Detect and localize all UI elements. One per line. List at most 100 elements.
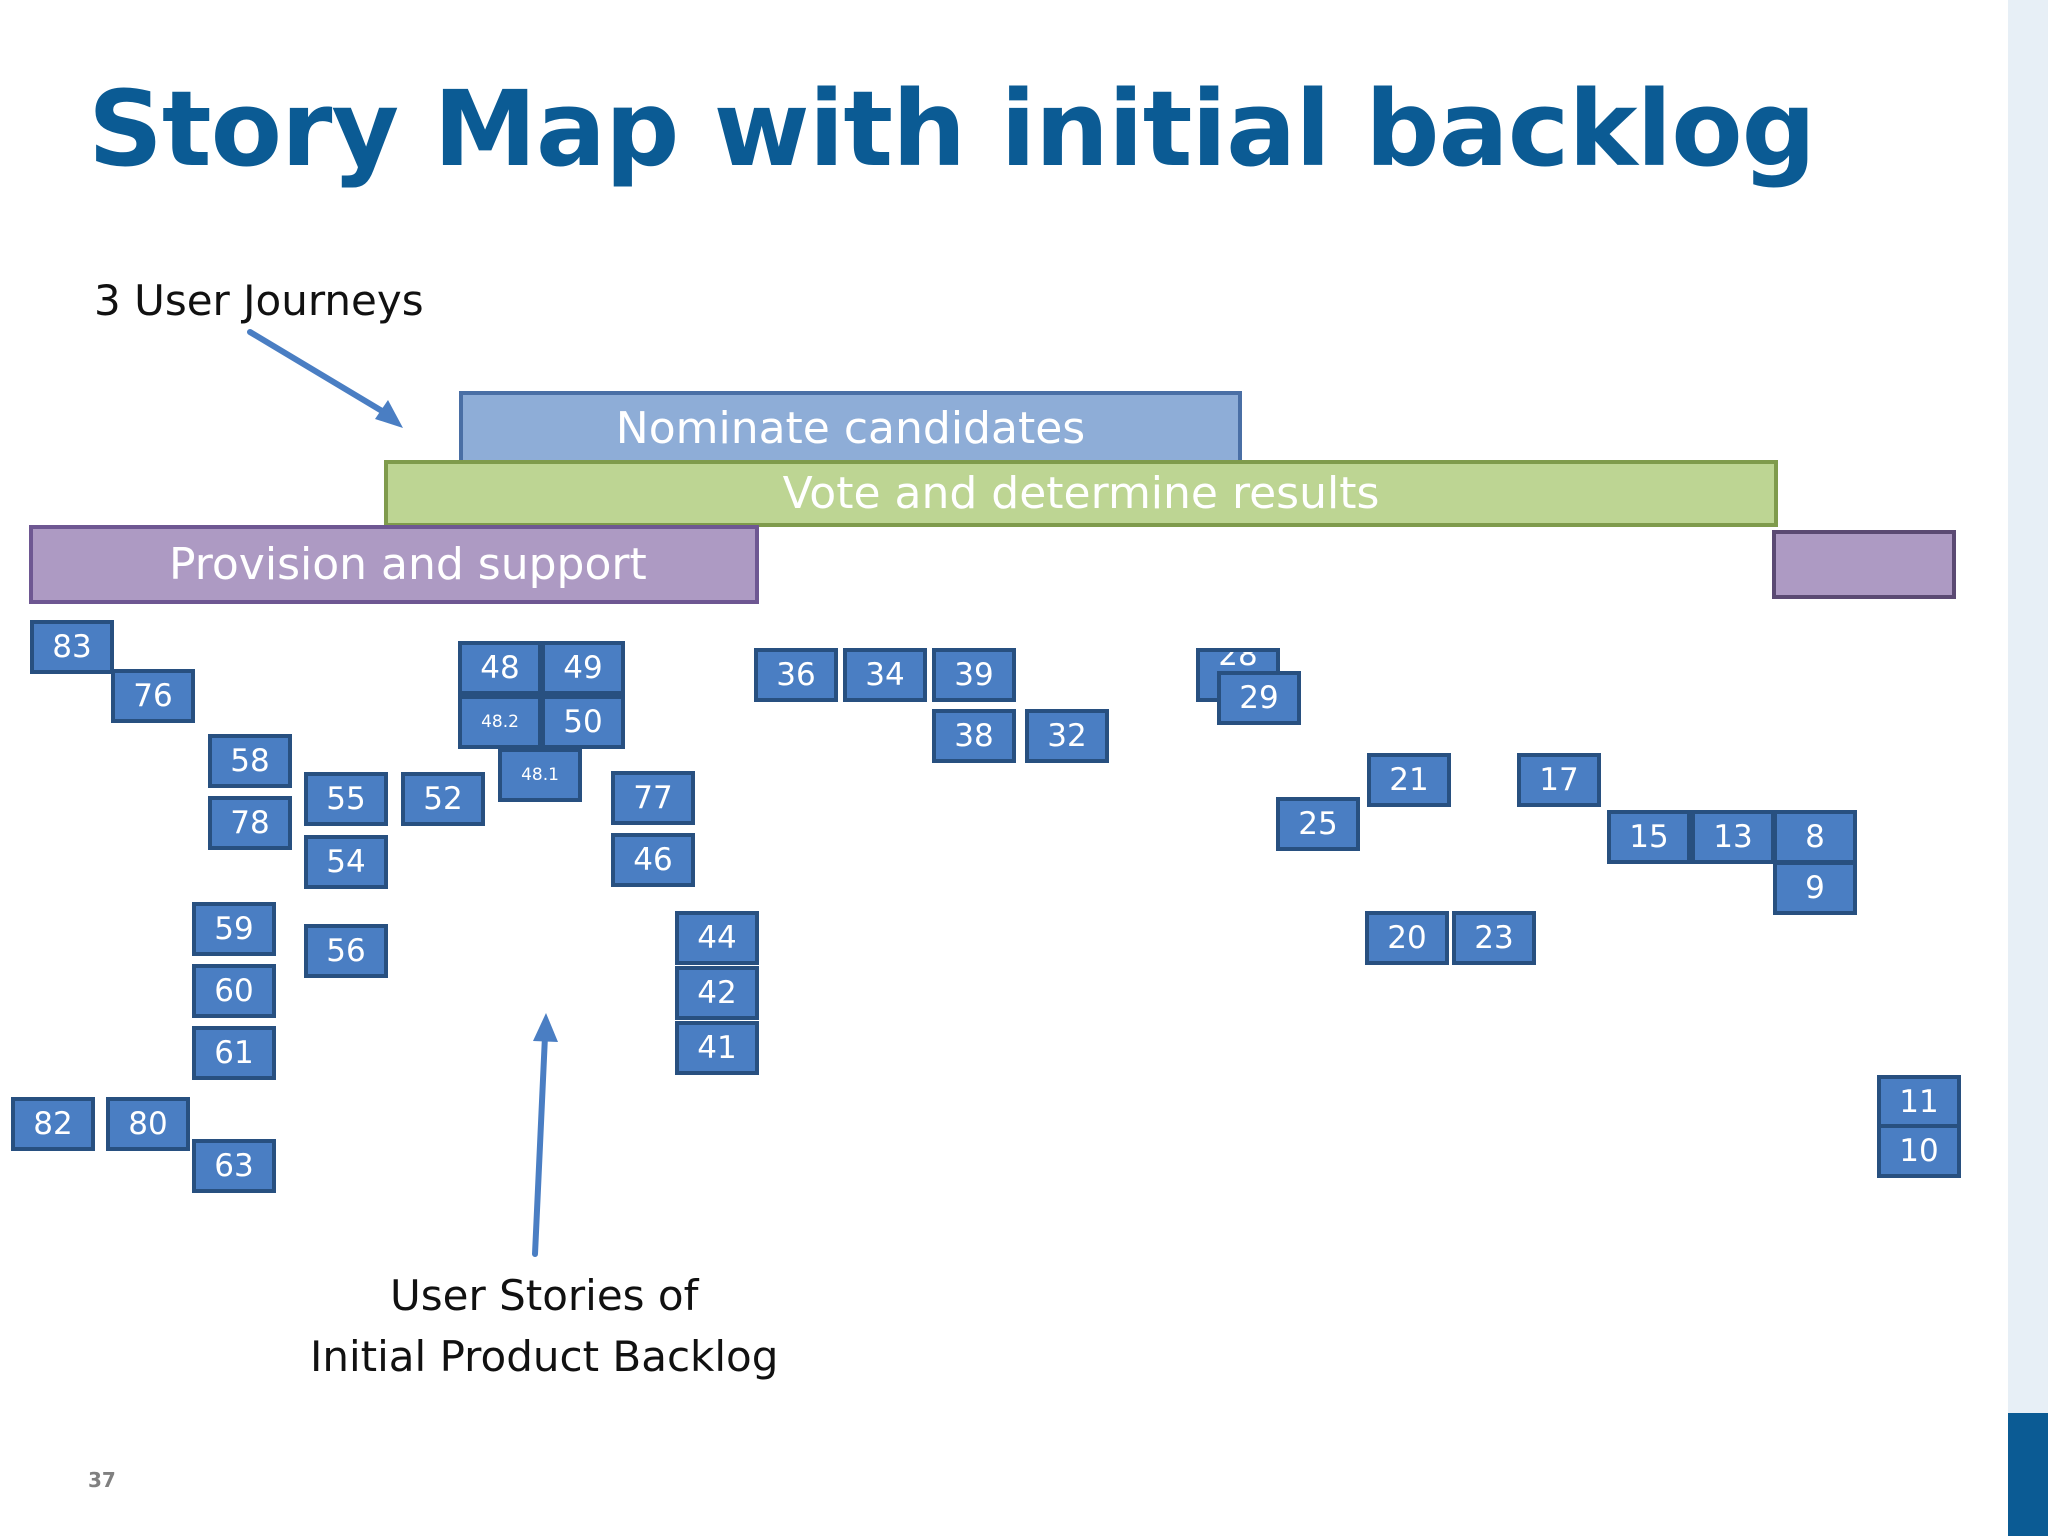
user-stories-note: User Stories of Initial Product Backlog: [310, 1266, 778, 1388]
story-number: 13: [1713, 818, 1753, 855]
story-number: 41: [697, 1029, 737, 1066]
story-number: 48: [480, 649, 520, 686]
story-number: 36: [776, 656, 816, 693]
story-card: 36: [754, 648, 838, 702]
story-card: 58: [208, 734, 292, 788]
story-number: 20: [1387, 919, 1427, 956]
story-card: 8: [1773, 810, 1857, 864]
story-card: 54: [304, 835, 388, 889]
story-number: 48.2: [481, 711, 519, 732]
story-card: 44: [675, 911, 759, 965]
story-number: 25: [1298, 805, 1338, 842]
story-card: 60: [192, 964, 276, 1018]
journey-label: Vote and determine results: [782, 467, 1380, 519]
story-card: 17: [1517, 753, 1601, 807]
story-card: 48.1: [498, 748, 582, 802]
story-card: 9: [1773, 861, 1857, 915]
story-card: 34: [843, 648, 927, 702]
story-number: 50: [563, 703, 603, 740]
story-number: 77: [633, 779, 673, 816]
user-stories-note-line-2: Initial Product Backlog: [310, 1331, 779, 1381]
story-card: 63: [192, 1139, 276, 1193]
story-number: 63: [214, 1147, 254, 1184]
story-card: 50: [541, 695, 625, 749]
story-number: 83: [52, 628, 92, 665]
story-number: 78: [230, 804, 270, 841]
journey-vote-and-determine-results: Vote and determine results: [384, 460, 1778, 527]
story-number: 59: [214, 910, 254, 947]
story-card: 61: [192, 1026, 276, 1080]
story-number: 38: [954, 717, 994, 754]
story-number: 56: [326, 932, 366, 969]
story-card: 77: [611, 771, 695, 825]
story-card: 42: [675, 966, 759, 1020]
story-number: 28: [1218, 648, 1258, 673]
story-number: 44: [697, 919, 737, 956]
story-card: 52: [401, 772, 485, 826]
journey-label: Provision and support: [169, 538, 647, 590]
story-card: 76: [111, 669, 195, 723]
story-number: 61: [214, 1034, 254, 1071]
story-number: 49: [563, 649, 603, 686]
story-card: 20: [1365, 911, 1449, 965]
story-card: 38: [932, 709, 1016, 763]
journey-provision-and-support: Provision and support: [29, 525, 759, 604]
right-edge-accent: [2008, 1413, 2048, 1536]
story-card: 78: [208, 796, 292, 850]
page-number: 37: [88, 1468, 116, 1492]
story-card: 56: [304, 924, 388, 978]
story-number: 60: [214, 972, 254, 1009]
story-card: 10: [1877, 1124, 1961, 1178]
story-card: 46: [611, 833, 695, 887]
story-card: 59: [192, 902, 276, 956]
story-card: 55: [304, 772, 388, 826]
story-card: 32: [1025, 709, 1109, 763]
story-card: 21: [1367, 753, 1451, 807]
story-card: 80: [106, 1097, 190, 1151]
story-card: 83: [30, 620, 114, 674]
story-number: 54: [326, 843, 366, 880]
story-number: 80: [128, 1105, 168, 1142]
right-edge-strip: [2008, 0, 2048, 1536]
story-number: 21: [1389, 761, 1429, 798]
story-number: 15: [1629, 818, 1669, 855]
story-card: 11: [1877, 1075, 1961, 1129]
journey-label: Nominate candidates: [615, 402, 1086, 454]
story-card: 13: [1691, 810, 1775, 864]
story-number: 11: [1899, 1083, 1939, 1120]
user-stories-note-line-1: User Stories of: [389, 1271, 699, 1320]
journey-nominate-candidates: Nominate candidates: [459, 391, 1242, 466]
story-card: 41: [675, 1021, 759, 1075]
journeys-arrow-shaft: [247, 329, 395, 420]
story-number: 48.1: [521, 764, 559, 785]
story-number: 39: [954, 656, 994, 693]
story-card: 82: [11, 1097, 95, 1151]
story-card: 23: [1452, 911, 1536, 965]
story-number: 9: [1805, 869, 1825, 906]
journeys-arrow-head: [375, 400, 403, 428]
story-card: 25: [1276, 797, 1360, 851]
story-card: 48: [458, 641, 542, 695]
stories-arrow-head: [533, 1013, 558, 1042]
story-number: 10: [1899, 1132, 1939, 1169]
journey-provision-and-support-continuation: [1772, 530, 1956, 599]
story-number: 23: [1474, 919, 1514, 956]
story-number: 52: [423, 780, 463, 817]
story-number: 46: [633, 841, 673, 878]
story-number: 17: [1539, 761, 1579, 798]
story-number: 34: [865, 656, 905, 693]
user-journeys-note: 3 User Journeys: [94, 276, 424, 325]
story-number: 58: [230, 742, 270, 779]
story-number: 76: [133, 677, 173, 714]
story-number: 55: [326, 780, 366, 817]
story-card: 48.2: [458, 695, 542, 749]
story-number: 8: [1805, 818, 1825, 855]
stories-arrow-shaft: [532, 1033, 548, 1257]
story-number: 29: [1239, 679, 1279, 716]
story-card: 39: [932, 648, 1016, 702]
story-number: 32: [1047, 717, 1087, 754]
story-number: 82: [33, 1105, 73, 1142]
story-card: 49: [541, 641, 625, 695]
